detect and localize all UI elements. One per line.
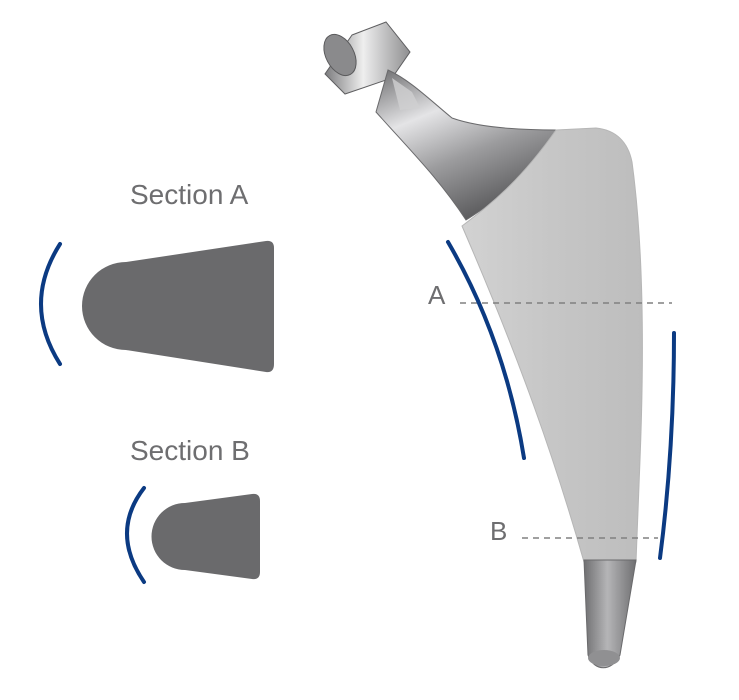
section-b-shape xyxy=(151,493,260,580)
section-a-arc xyxy=(39,242,62,366)
section-b-title: Section B xyxy=(130,435,250,466)
section-a-shape xyxy=(82,240,274,373)
marker-b-label: B xyxy=(490,516,507,546)
section-b-arc xyxy=(125,486,146,584)
neck-taper xyxy=(323,21,557,221)
distal-tip xyxy=(583,559,637,669)
stem-illustration xyxy=(323,21,643,669)
section-a-title: Section A xyxy=(130,179,249,210)
medial-coating-arc xyxy=(446,240,526,460)
lateral-coating-arc xyxy=(658,331,676,560)
marker-a-label: A xyxy=(428,280,446,310)
